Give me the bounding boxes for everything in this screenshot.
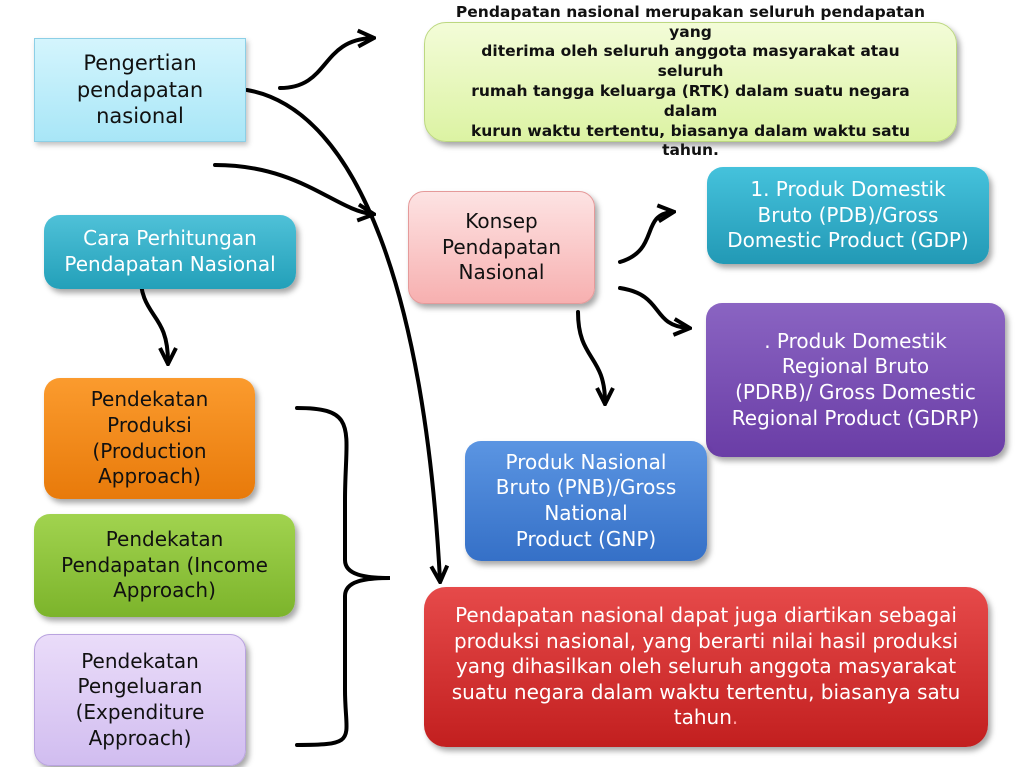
produksi-nasional-line: produksi nasional, yang berarti nilai ha… — [453, 628, 959, 653]
arrow-pengertian-to-produksi-nasional — [245, 88, 440, 580]
arrow-konsep-to-pdrb — [618, 286, 688, 328]
pengeluaran-line: Approach) — [88, 725, 192, 750]
pendapatan-line: Approach) — [113, 578, 216, 603]
produksi-nasional-line: yang dihasilkan oleh seluruh anggota mas… — [455, 654, 957, 679]
definisi-line: rumah tangga keluarga (RTK) dalam suatu … — [471, 82, 910, 120]
box-cara-perhitungan: Cara Perhitungan Pendapatan Nasional — [44, 215, 296, 289]
pendapatan-line: Pendekatan — [105, 527, 224, 552]
pengeluaran-line: (Expenditure — [75, 700, 205, 724]
box-pendekatan-produksi: Pendekatan Produksi (Production Approach… — [44, 378, 255, 499]
pendapatan-line: Pendapatan (Income — [61, 552, 268, 577]
arrow-to-konsep — [213, 163, 372, 214]
pnb-line: Bruto (PNB)/Gross — [495, 475, 677, 500]
pnb-line: Produk Nasional — [505, 449, 667, 474]
produksi-nasional-line: Pendapatan nasional dapat juga diartikan… — [455, 603, 957, 628]
produksi-line: (Production — [92, 438, 207, 463]
konsep-line: Pendapatan — [441, 234, 561, 259]
box-pdb: 1. Produk Domestik Bruto (PDB)/Gross Dom… — [707, 167, 989, 264]
konsep-line: Nasional — [458, 260, 545, 285]
arrow-konsep-to-pdb — [618, 212, 672, 264]
box-pnb: Produk Nasional Bruto (PNB)/Gross Nation… — [465, 441, 707, 561]
cara-line: Cara Perhitungan — [83, 226, 257, 251]
arrow-pengertian-to-definisi — [278, 38, 372, 90]
box-pdrb: . Produk Domestik Regional Bruto (PDRB)/… — [706, 303, 1005, 457]
produksi-nasional-last-line: tahun. — [452, 705, 961, 731]
pengertian-line: Pengertian — [83, 50, 197, 75]
pdb-line: Bruto (PDB)/Gross — [757, 202, 939, 227]
cara-line: Pendapatan Nasional — [64, 252, 276, 276]
produksi-nasional-line: suatu negara dalam waktu tertentu, biasa… — [451, 679, 961, 704]
box-pendekatan-pendapatan: Pendekatan Pendapatan (Income Approach) — [34, 514, 295, 617]
trailing-dot: . — [731, 705, 739, 730]
definisi-line: diterima oleh seluruh anggota masyarakat… — [481, 42, 900, 81]
pnb-line: Product (GNP) — [515, 526, 657, 551]
produksi-nasional-line: tahun — [673, 705, 732, 730]
pdrb-line: (PDRB)/ Gross Domestic — [735, 380, 976, 404]
pdb-line: Domestic Product (GDP) — [727, 228, 969, 253]
pengertian-line: nasional — [96, 104, 184, 129]
box-produksi-nasional: Pendapatan nasional dapat juga diartikan… — [424, 587, 988, 747]
brace-approaches — [295, 406, 391, 747]
konsep-line: Konsep — [465, 209, 538, 234]
pdrb-line: Regional Product (GDRP) — [731, 405, 980, 430]
pdrb-line: Regional Bruto — [781, 354, 930, 379]
pdrb-line: . Produk Domestik — [764, 328, 947, 353]
definisi-line: Pendapatan nasional merupakan seluruh pe… — [455, 2, 926, 41]
pengeluaran-line: Pendekatan — [81, 648, 199, 673]
produksi-line: Approach) — [98, 464, 201, 489]
arrow-konsep-to-pnb — [576, 310, 605, 402]
pengertian-line: pendapatan — [76, 77, 204, 102]
box-pengertian-pendapatan-nasional: Pengertian pendapatan nasional — [34, 38, 246, 142]
box-pendekatan-pengeluaran: Pendekatan Pengeluaran (Expenditure Appr… — [34, 634, 246, 766]
box-konsep-pendapatan-nasional: Konsep Pendapatan Nasional — [408, 191, 595, 304]
pengeluaran-line: Pengeluaran — [77, 674, 203, 699]
box-definisi-pendapatan-nasional: Pendapatan nasional merupakan seluruh pe… — [424, 3, 957, 159]
produksi-line: Pendekatan — [90, 387, 209, 412]
produksi-line: Produksi — [107, 412, 192, 437]
definisi-line: kurun waktu tertentu, biasanya dalam wak… — [470, 121, 911, 160]
pdb-line: 1. Produk Domestik — [750, 177, 946, 202]
pnb-line: National — [544, 501, 628, 525]
